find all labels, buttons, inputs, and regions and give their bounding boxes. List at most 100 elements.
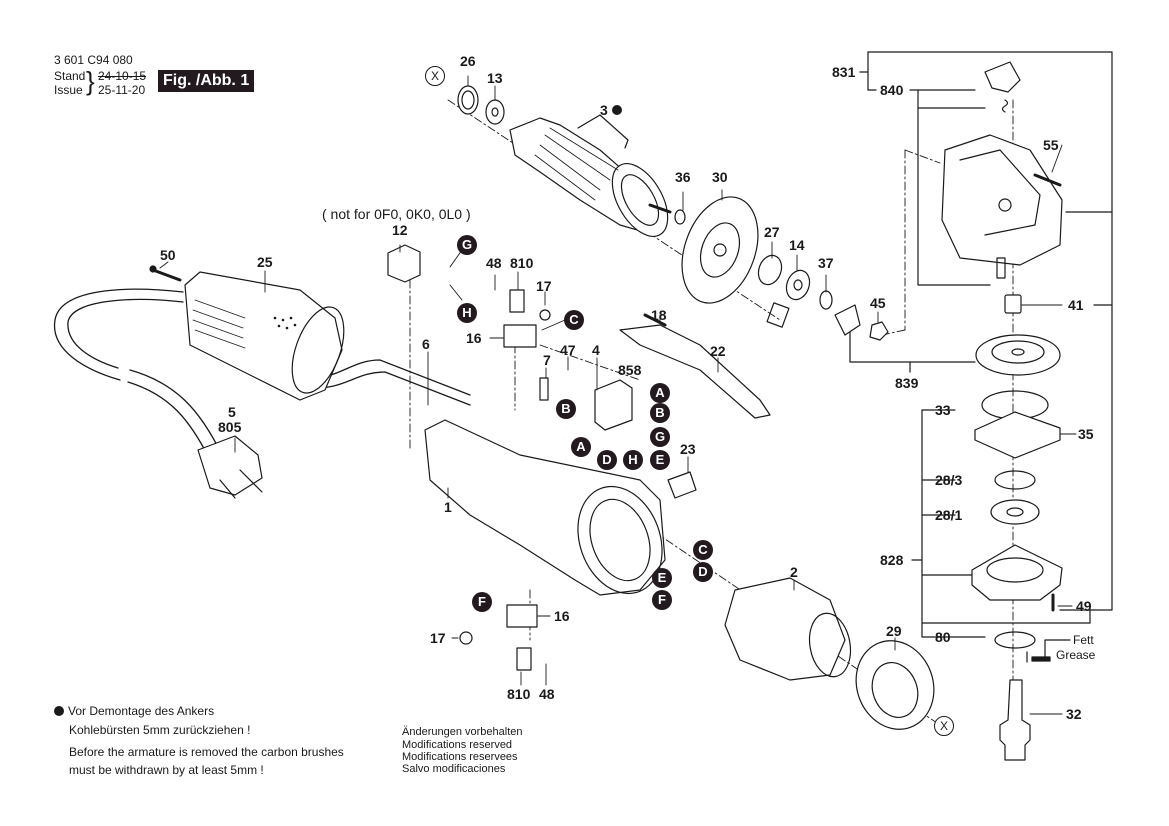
part-label-6: 6 <box>422 336 430 352</box>
part-label-3: 3 <box>600 102 608 118</box>
connector-marker-b: B <box>650 403 670 423</box>
part-label-4: 4 <box>592 342 600 358</box>
part-number: 3 601 C94 080 <box>54 53 133 67</box>
armature <box>509 114 672 237</box>
part-label-30: 30 <box>712 169 728 185</box>
part-label-48-top: 48 <box>486 255 502 271</box>
slider-23 <box>667 471 697 499</box>
part-label-41: 41 <box>1068 297 1084 313</box>
part-label-16-bottom: 16 <box>554 608 570 624</box>
part-label-2: 2 <box>790 564 798 580</box>
armature-note-de-2: Kohlebürsten 5mm zurückziehen ! <box>69 723 251 737</box>
spring <box>1001 99 1009 113</box>
part-label-17-bottom: 17 <box>430 630 446 646</box>
part-7 <box>539 377 549 401</box>
gear-head-housing <box>941 134 1063 266</box>
assembly-bracket-840 <box>909 89 991 286</box>
screw-50 <box>149 265 182 282</box>
part-label-49: 49 <box>1076 598 1092 614</box>
ring-27 <box>757 254 783 286</box>
part-label-14: 14 <box>789 237 805 253</box>
part-label-26: 26 <box>460 53 476 69</box>
part-label-16-top: 16 <box>466 330 482 346</box>
connector-marker-a: A <box>650 383 670 403</box>
washer-80 <box>994 631 1036 649</box>
modification-note-es: Salvo modificaciones <box>402 763 506 775</box>
part-label-810-top: 810 <box>510 255 534 271</box>
connector-marker-d: D <box>693 562 713 582</box>
assembly-bracket-828 <box>911 409 1091 638</box>
nut-45 <box>869 321 889 341</box>
part-label-5: 5 <box>228 404 236 420</box>
spindle-lock-button <box>984 61 1021 93</box>
screw-55 <box>1033 173 1062 187</box>
spring-18 <box>643 313 667 327</box>
connector-marker-b: B <box>556 399 576 419</box>
part-label-55: 55 <box>1043 137 1059 153</box>
issue-date: 25-11-20 <box>98 83 146 97</box>
part-label-33: 33 <box>935 402 951 418</box>
grease-label-de: Fett <box>1073 633 1094 647</box>
capacitor-12 <box>387 244 421 283</box>
crown-gear <box>975 334 1061 376</box>
part-label-47: 47 <box>560 342 576 358</box>
part-label-28-1: 28/1 <box>935 507 963 523</box>
washer-36 <box>674 209 686 225</box>
issue-label: Issue <box>54 83 83 97</box>
fan-30 <box>681 196 759 304</box>
connector-marker-e: E <box>652 568 672 588</box>
armature-note-de-1: Vor Demontage des Ankers <box>54 704 214 718</box>
part-label-48-bottom: 48 <box>539 686 555 702</box>
modification-note-fr: Modifications reservees <box>402 751 518 763</box>
grease-label-en: Grease <box>1056 648 1096 662</box>
stand-label: Stand <box>54 69 86 83</box>
part-label-23: 23 <box>680 441 696 457</box>
part-label-7: 7 <box>543 352 551 368</box>
pin <box>996 257 1006 279</box>
armature-note-en-2: must be withdrawn by at least 5mm ! <box>69 763 264 777</box>
bearing-14 <box>785 269 811 301</box>
part-label-25: 25 <box>257 254 273 270</box>
part-label-828: 828 <box>880 552 904 568</box>
leader-lines <box>159 75 1077 715</box>
washer-37 <box>819 290 833 310</box>
part-label-839: 839 <box>895 375 919 391</box>
pinion-gear <box>834 304 861 336</box>
part-label-840: 840 <box>880 82 904 98</box>
bearing-flange-828 <box>971 544 1063 601</box>
connector-marker-c: C <box>564 310 584 330</box>
stand-date: 24-10-15 <box>98 69 147 83</box>
part-label-80: 80 <box>935 629 951 645</box>
connector-marker-h: H <box>457 303 477 323</box>
connector-marker-g: G <box>650 427 670 447</box>
alignment-mark-x: X <box>425 66 445 86</box>
part-label-45: 45 <box>870 295 886 311</box>
part-label-29: 29 <box>886 623 902 639</box>
assembly-bracket-831 <box>859 51 1113 611</box>
bearing-26 <box>457 85 479 115</box>
spring-17-top <box>539 309 551 321</box>
brush-holder-16-top <box>503 324 537 348</box>
stator <box>724 577 852 681</box>
armature-note-en-1: Before the armature is removed the carbo… <box>69 745 344 759</box>
part-label-27: 27 <box>764 224 780 240</box>
part-label-17-top: 17 <box>536 278 552 294</box>
part-label-858: 858 <box>618 362 642 378</box>
plug <box>197 435 263 499</box>
part-label-805: 805 <box>218 419 242 435</box>
cable-sleeve <box>184 271 345 401</box>
connector-marker-f: F <box>652 590 672 610</box>
spindle-32 <box>999 679 1031 761</box>
part-label-36: 36 <box>675 169 691 185</box>
assembly-bracket-839 <box>849 324 976 363</box>
air-guide-ring <box>855 640 935 730</box>
figure-label: Fig. /Abb. 1 <box>158 70 255 92</box>
carbon-brush-810-top <box>509 289 525 313</box>
part-label-831: 831 <box>832 64 856 80</box>
part-label-18: 18 <box>651 307 667 323</box>
brush-holder-16-bottom <box>506 604 538 628</box>
part-label-50: 50 <box>160 247 176 263</box>
part-label-810-bottom: 810 <box>507 686 531 702</box>
part-label-37: 37 <box>818 255 834 271</box>
